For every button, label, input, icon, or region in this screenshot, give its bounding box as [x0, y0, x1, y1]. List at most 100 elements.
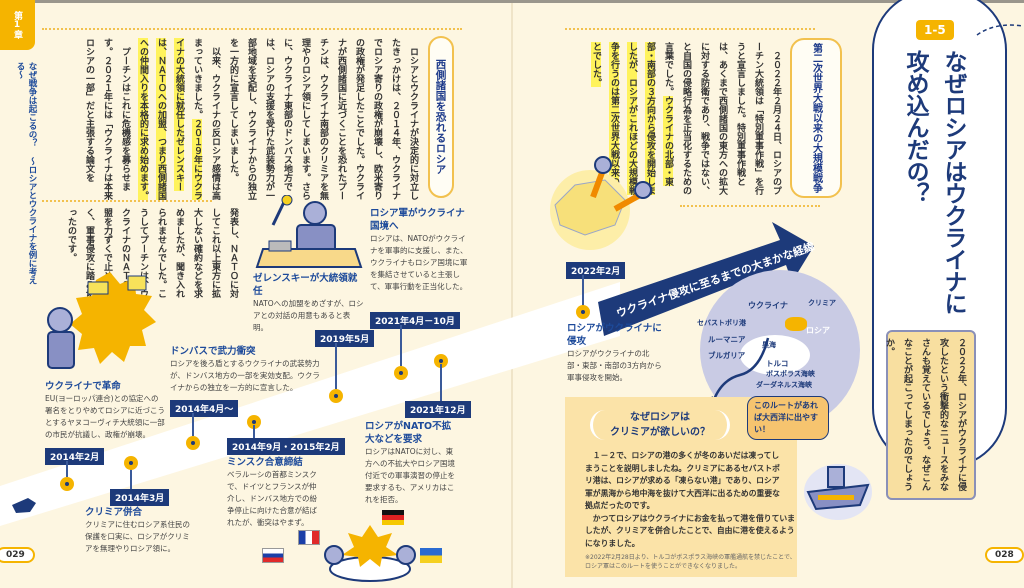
event-date: 2014年4月～	[170, 400, 239, 417]
event-title: ドンバスで武力衝突	[170, 346, 256, 357]
para-1: ロシアとウクライナが決定的に対立したきっかけは、２０１４年、ウクライナでロシア寄…	[228, 38, 418, 200]
event-date: 2014年3月	[110, 489, 170, 506]
page-number-right: 028	[985, 547, 1024, 563]
crimea-highlight	[785, 317, 807, 331]
france-flag	[298, 530, 320, 545]
timeline-event-2014-03: クリミア併合 クリミアに住むロシア系住民の保護を口実に、ロシアがクリミアを無理や…	[85, 506, 190, 555]
dashed-path-decoration	[976, 24, 1024, 36]
event-date: 2021年4月－10月	[370, 312, 460, 329]
para-3: プーチンはこれに危機感を募らせます。２０２１年には「ウクライナは本来ロシアの一部…	[84, 38, 130, 200]
event-dot	[394, 366, 408, 380]
page-number-left: 029	[0, 547, 35, 563]
russia-flag	[262, 548, 284, 563]
event-dot	[124, 456, 138, 470]
event-dot	[329, 389, 343, 403]
running-title: なぜ戦争は起こるの？ ～ロシアとウクライナを例に考える～	[15, 62, 37, 285]
section-badge: 1-5	[916, 20, 954, 40]
event-title: ロシアがウクライナに侵攻	[567, 323, 662, 347]
warship-illustration	[804, 464, 872, 520]
event-title: ウクライナで革命	[45, 381, 121, 392]
intro-text: ２０２２年、ロシアがウクライナに侵攻したという衝撃的なニュースをみなさんも覚えて…	[884, 338, 966, 491]
para-2: 以来、ウクライナの反ロシア感情は高まっていきました。	[192, 38, 220, 200]
timeline-event-2021-12: ロシアがNATO不拡大などを要求 ロシアはNATOに対し、東方への不拡大やロシア…	[365, 420, 457, 506]
event-desc: クリミアに住むロシア系住民の保護を口実に、ロシアがクリミアを無理やりロシア領に。	[85, 520, 190, 553]
divider-mid-left	[42, 200, 212, 202]
divider-top-left	[42, 28, 462, 30]
map-label-crimea: クリミア	[808, 299, 836, 307]
event-stem	[130, 466, 132, 489]
zelensky-podium-illustration	[255, 195, 363, 268]
body-text-left-lower: 発表し、ＮＡＴＯに対してこれ以上東方に拡大しない確約などを求めましたが、聞き入れ…	[42, 208, 242, 300]
timeline-white-band	[0, 282, 620, 526]
event-stem	[400, 325, 402, 366]
map-label-ukraine: ウクライナ	[748, 301, 788, 310]
event-desc: ロシアを後ろ盾とするウクライナの武装勢力が、ドンバス地方の一部を実効支配。ウクラ…	[170, 359, 320, 392]
map-label-sevastopol: セバストポリ港	[697, 319, 746, 327]
page-title-line1: なぜロシアはウクライナに	[940, 50, 966, 314]
page-title-line2: 攻め込んだの？	[902, 50, 928, 204]
minsk-meeting-illustration	[324, 525, 416, 582]
event-dot	[576, 305, 590, 319]
page-fold	[511, 0, 513, 588]
timeline-event-2014-04: ドンバスで武力衝突 ロシアを後ろ盾とするウクライナの武装勢力が、ドンバス地方の一…	[170, 345, 320, 394]
event-dot	[60, 477, 74, 491]
para-right: ２０２２年２月２４日、ロシアのプーチン大統領は「特別軍事作戦」を行うと宣言しまし…	[663, 42, 781, 195]
chapter-tab: 第1章	[0, 0, 35, 50]
column-box-title: なぜロシアは クリミアが欲しいの？	[590, 410, 730, 440]
event-dot	[434, 354, 448, 368]
map-label-turkey: トルコ	[766, 359, 789, 368]
body-text-right: ２０２２年２月２４日、ロシアのプーチン大統領は「特別軍事作戦」を行うと宣言しまし…	[565, 42, 785, 200]
event-desc: ロシアはNATOに対し、東方への不拡大やロシア国境付近での軍事演習の停止を要求す…	[365, 447, 455, 504]
column-title-line1: なぜロシアは	[630, 412, 690, 423]
chapter-tab-label: 第1章	[12, 11, 22, 39]
map-label-dardanelles: ダーダネルス海峡	[756, 381, 812, 389]
event-title: クリミア併合	[85, 507, 143, 518]
column-body-1: １－２で、ロシアの港の多くが冬のあいだは凍ってしまうことを説明しましたね。クリミ…	[585, 451, 780, 510]
top-border	[0, 0, 1024, 3]
event-date: 2014年9月・2015年2月	[227, 438, 345, 455]
yanukovych-figure	[47, 307, 73, 333]
section-heading-right-text: 第二次世界大戦以来の大規模戦争	[810, 43, 822, 193]
germany-flag	[382, 510, 404, 525]
event-stem	[582, 275, 584, 306]
event-stem	[66, 461, 68, 477]
timeline-event-2014-09: ミンスク合意締結 ベラルーシの首都ミンスクで、ドイツとフランスが仲介し、ドンバス…	[227, 456, 319, 529]
map-label-bulgaria: ブルガリア	[708, 351, 746, 360]
event-date: 2019年5月	[315, 330, 375, 347]
event-dot	[186, 436, 200, 450]
timeline-event-2022-02: ロシアがウクライナに侵攻 ロシアがウクライナの北部・東部・南部の3方向から軍事侵…	[567, 322, 662, 384]
event-date: 2021年12月	[405, 401, 471, 418]
divider-mid-right	[680, 205, 820, 207]
event-stem	[192, 413, 194, 436]
pig-icon-start	[12, 498, 36, 513]
map-label-romania: ルーマニア	[708, 335, 746, 344]
event-desc: ベラルーシの首都ミンスクで、ドイツとフランスが仲介し、ドンバス地方での紛争停止に…	[227, 470, 317, 527]
para-4: 発表し、ＮＡＴＯに対してこれ以上東方に拡大しない確約などを求めましたが、聞き入れ…	[66, 208, 238, 298]
section-heading-right: 第二次世界大戦以来の大規模戦争	[790, 38, 842, 198]
map-label-black-sea: 黒海	[762, 341, 776, 349]
map-label-bosporus: ボスポラス海峡	[766, 370, 815, 378]
column-box-body: １－２で、ロシアの港の多くが冬のあいだは凍ってしまうことを説明しましたね。クリミ…	[585, 450, 855, 571]
protest-illustration	[47, 272, 156, 369]
event-date: 2022年2月	[566, 262, 626, 279]
event-title: ゼレンスキーが大統領就任	[253, 273, 358, 297]
divider-top-right	[565, 28, 815, 30]
timeline-event-2019-05: ゼレンスキーが大統領就任 NATOへの加盟をめざすが、ロシアとの対話の用意もある…	[253, 272, 365, 334]
event-desc: NATOへの加盟をめざすが、ロシアとの対話の用意もあると表明。	[253, 299, 364, 332]
event-stem	[440, 364, 442, 402]
column-title-line2: クリミアが欲しいの？	[610, 427, 710, 438]
intro-box: ２０２２年、ロシアがウクライナに侵攻したという衝撃的なニュースをみなさんも覚えて…	[884, 330, 976, 500]
event-title: ロシア軍がウクライナ国境へ	[370, 208, 465, 232]
event-date: 2014年2月	[45, 448, 105, 465]
section-heading-left: 西側諸国を恐れるロシア	[428, 36, 454, 198]
timeline-event-2014-02: ウクライナで革命 EU(ヨーロッパ連合)との協定への署名をとりやめてロシアに近づ…	[45, 380, 165, 441]
event-dot	[247, 415, 261, 429]
section-heading-left-text: 西側諸国を恐れるロシア	[434, 59, 447, 175]
event-desc: ロシアは、NATOがウクライナを軍事的に支援し、また、ウクライナもロシア国境に軍…	[370, 234, 468, 291]
ukraine-flag	[420, 548, 442, 563]
timeline-event-2021-04: ロシア軍がウクライナ国境へ ロシアは、NATOがウクライナを軍事的に支援し、また…	[370, 207, 472, 293]
event-title: ロシアがNATO不拡大などを要求	[365, 421, 452, 445]
timeline-arrow	[598, 222, 814, 336]
event-desc: ロシアがウクライナの北部・東部・南部の3方向から軍事侵攻を開始。	[567, 349, 662, 382]
